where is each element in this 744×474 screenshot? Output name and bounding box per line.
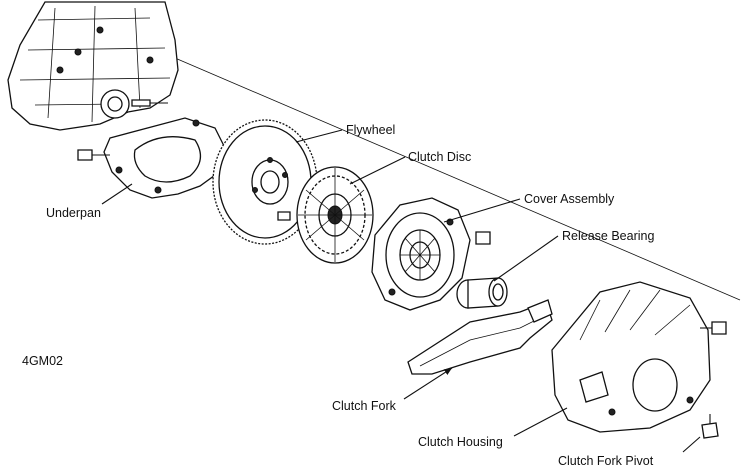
release-bearing: [456, 277, 508, 309]
label-flywheel: Flywheel: [346, 123, 395, 137]
leader-release-bearing: [493, 235, 559, 282]
leader-clutch-fork-pivot: [682, 436, 701, 453]
leader-underpan: [101, 183, 133, 205]
center-axis-line: [174, 57, 741, 301]
leader-clutch-housing: [513, 407, 568, 437]
label-clutch-fork: Clutch Fork: [332, 399, 397, 413]
label-clutch-housing: Clutch Housing: [418, 435, 503, 449]
label-clutch-disc: Clutch Disc: [408, 150, 471, 164]
leader-clutch-disc: [349, 156, 406, 185]
clutch-disc: [296, 166, 374, 264]
label-figure-code: 4GM02: [22, 354, 63, 368]
flywheel: [212, 119, 318, 245]
leader-clutch-fork: [403, 367, 453, 400]
clutch-housing: [551, 281, 727, 433]
cover-assembly: [371, 197, 491, 311]
clutch-fork-pivot: [701, 414, 719, 439]
leader-flywheel: [295, 129, 343, 143]
leader-cover-assembly: [443, 198, 521, 223]
engine-block: [7, 1, 179, 131]
label-cover-assembly: Cover Assembly: [524, 192, 615, 206]
label-clutch-fork-pivot: Clutch Fork Pivot: [558, 454, 654, 468]
label-release-bearing: Release Bearing: [562, 229, 654, 243]
label-underpan: Underpan: [46, 206, 101, 220]
underpan: [77, 117, 226, 199]
clutch-fork: [407, 299, 553, 375]
